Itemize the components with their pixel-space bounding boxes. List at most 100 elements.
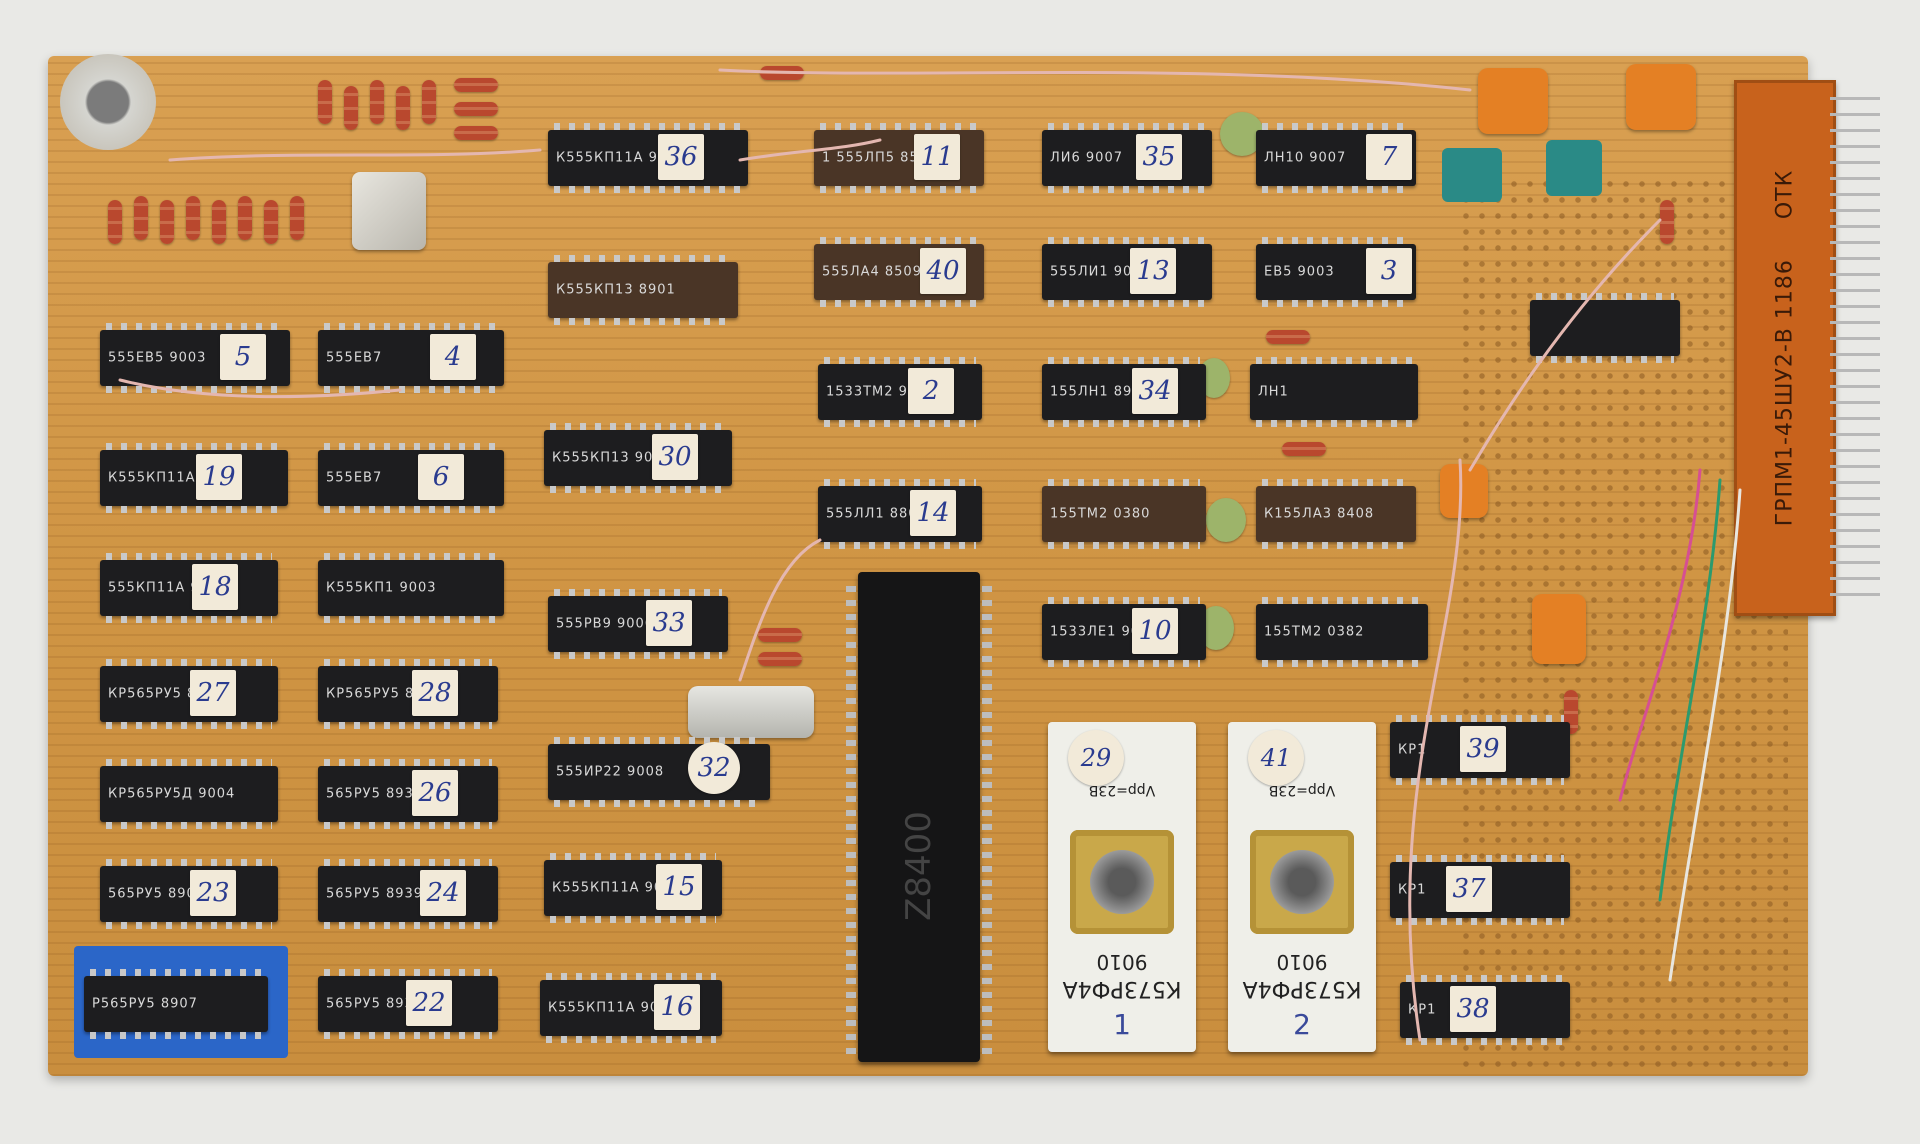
chip-number-label: 36 [658, 134, 704, 180]
chip-number-label: 33 [646, 600, 692, 646]
chip-marking: 555РВ9 9006 [556, 616, 655, 632]
resistor [758, 652, 802, 666]
crystal-oscillator [352, 172, 426, 250]
chip-18: 555КП11А 9008 [100, 553, 278, 623]
chip-30: К555КП13 9011 [544, 423, 732, 493]
resistor [344, 86, 358, 130]
chip-marking: 565РУ5 8939 [326, 996, 424, 1012]
resistor [1266, 330, 1310, 344]
resistor [238, 196, 252, 240]
chip-number-label: 15 [656, 864, 702, 910]
chip-number-label: 37 [1446, 866, 1492, 912]
chip-number-label: 10 [1132, 608, 1178, 654]
eprom-2: 41 Vpp=23В 9010 К573РФ4А 2 [1214, 722, 1390, 1052]
connector-label: ГРПМ1-45ШУ2-В [1772, 327, 1798, 527]
chip-number-label: 7 [1366, 134, 1412, 180]
chip-2: 1533ТМ2 9003 [818, 357, 982, 427]
resistor [1660, 200, 1674, 244]
chip-marking: Р565РУ5 8907 [92, 996, 198, 1012]
eprom-date: 9010 [1276, 950, 1328, 974]
chip-number-label: 19 [196, 454, 242, 500]
chip-marking: 555ЕВ5 9003 [108, 350, 207, 366]
chip-number-label: 23 [190, 870, 236, 916]
chip-28: КР565РУ5 8907 [318, 659, 498, 729]
chip-unlabeled-2: ЛН1 [1250, 357, 1418, 427]
chip-number-label: 28 [412, 670, 458, 716]
chip-number-label: 35 [1136, 134, 1182, 180]
chip-36: К555КП11А 9008 [548, 123, 748, 193]
chip-unlabeled-7 [1530, 293, 1680, 363]
chip-14: 555ЛЛ1 8807 [818, 479, 982, 549]
resistor [108, 200, 122, 244]
chip-27: КР565РУ5 8907 [100, 659, 278, 729]
chip-number-label: 11 [914, 134, 960, 180]
chip-number-label: 29 [1068, 730, 1124, 786]
chip-marking: КР565РУ5Д 9004 [108, 786, 236, 802]
resistor [186, 196, 200, 240]
eprom-window [1070, 830, 1174, 934]
chip-number-label: 3 [1366, 248, 1412, 294]
chip-marking: 155ТМ2 0382 [1264, 624, 1365, 640]
resistor [134, 196, 148, 240]
chip-unlabeled-6: 155ТМ2 0382 [1256, 597, 1428, 667]
chip-marking: ЕВ5 9003 [1264, 264, 1335, 280]
chip-unlabeled-3: 155ТМ2 0380 [1042, 479, 1206, 549]
chip-number-label: 38 [1450, 986, 1496, 1032]
chip-23: 565РУ5 8907 [100, 859, 278, 929]
capacitor [1442, 148, 1502, 202]
chip-number-label: 6 [418, 454, 464, 500]
resistor [264, 200, 278, 244]
chip-marking: 565РУ5 8939 [326, 786, 424, 802]
chip-marking: 555ИР22 9008 [556, 764, 665, 780]
chip-number-label: 32 [688, 742, 740, 794]
resistor [454, 126, 498, 140]
chip-marking: КР1 [1408, 1002, 1437, 1018]
chip-19: К555КП11А 9008 [100, 443, 288, 513]
chip-marking: 1533ЛЕ1 9005 [1050, 624, 1159, 640]
capacitor [1440, 464, 1488, 518]
chip-34: 155ЛН1 8912 [1042, 357, 1206, 427]
chip-35: ЛИ6 9007 [1042, 123, 1212, 193]
capacitor [1546, 140, 1602, 196]
resistor [454, 78, 498, 92]
chip-26: КР565РУ5Д 9004 [100, 759, 278, 829]
chip-blue-socket: Р565РУ5 8907 [84, 969, 268, 1039]
eprom-vpp: Vpp=23В [1268, 782, 1336, 798]
chip-number-label: 16 [654, 984, 700, 1030]
chip-marking: 555ЛЛ1 8807 [826, 506, 927, 522]
resistor [318, 80, 332, 124]
edge-connector: ГРПМ1-45ШУ2-В 1186 ОТК [1734, 80, 1836, 616]
chip-number-label: 14 [910, 490, 956, 536]
chip-33: 555РВ9 9006 [548, 589, 728, 659]
chip-number-label: 34 [1132, 368, 1178, 414]
chip-marking: К555КП11А 9008 [552, 880, 682, 896]
chip-marking: К555КП1 9003 [326, 580, 437, 596]
eprom-date: 9010 [1096, 950, 1148, 974]
capacitor [1626, 64, 1696, 130]
chip-number-label: 22 [406, 980, 452, 1026]
eprom-vpp: Vpp=23В [1088, 782, 1156, 798]
eprom-window [1250, 830, 1354, 934]
chip-unlabeled-4: К155ЛА3 8408 [1256, 479, 1416, 549]
chip-marking: К555КП11А 9008 [548, 1000, 678, 1016]
chip-marking: ЛН1 [1258, 384, 1289, 400]
chip-6: 555ЕВ7 [318, 443, 504, 513]
connector-serial: 1186 [1772, 259, 1798, 320]
eprom-number: 1 [1113, 1008, 1131, 1041]
chip-13: 555ЛИ1 9005 [1042, 237, 1212, 307]
chip-marking: 565РУ5 8907 [108, 886, 206, 902]
chip-marking: 555ЛА4 8509 [822, 264, 922, 280]
cpu-chip: Z8400 [846, 572, 992, 1062]
chip-26b: 565РУ5 8939 [318, 759, 498, 829]
capacitor [1206, 498, 1246, 542]
chip-number-label: 24 [420, 870, 466, 916]
chip-marking: К555КП13 9011 [552, 450, 672, 466]
chip-number-label: 41 [1248, 730, 1304, 786]
trimmer-potentiometer [60, 54, 156, 150]
chip-marking: 555ЛИ1 9005 [1050, 264, 1151, 280]
chip-number-label: 13 [1130, 248, 1176, 294]
resistor [290, 196, 304, 240]
chip-marking: 565РУ5 8939 [326, 886, 424, 902]
capacitor [1532, 594, 1586, 664]
chip-24: 565РУ5 8939 [318, 859, 498, 929]
